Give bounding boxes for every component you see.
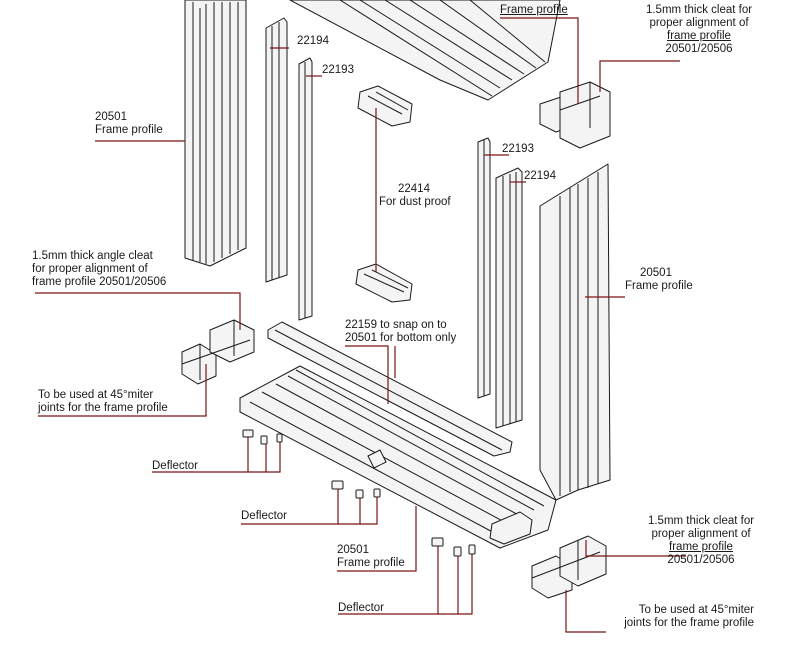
label-cleat-bottom: 1.5mm thick cleat for proper alignment o… — [647, 515, 755, 566]
label-frame-profile-top: Frame profile — [500, 4, 568, 16]
deflector-set-2 — [331, 480, 381, 499]
label-22194-right: 22194 — [524, 170, 556, 182]
top-frame-profile — [289, 0, 561, 101]
leader-lines — [35, 17, 686, 633]
label-cleat-top: 1.5mm thick cleat for proper alignment o… — [645, 4, 753, 55]
bottom-cleat — [531, 535, 607, 599]
left-angle-cleat — [181, 319, 255, 385]
label-20501-right: 20501 Frame profile — [625, 267, 693, 292]
label-deflector-3: Deflector — [338, 602, 385, 614]
label-angle-cleat-left: 1.5mm thick angle cleat for proper align… — [32, 250, 167, 288]
right-frame-profile-20501 — [539, 163, 611, 501]
label-22194-left: 22194 — [297, 35, 329, 47]
right-strip-22193 — [477, 137, 491, 399]
left-strip-22193 — [298, 57, 313, 321]
dust-proof-22414 — [355, 85, 413, 303]
label-20501-left: 20501 Frame profile — [95, 111, 163, 136]
label-deflector-2: Deflector — [241, 510, 288, 522]
label-miter-left: To be used at 45°miter joints for the fr… — [38, 389, 168, 414]
left-frame-profile-20501 — [184, 0, 247, 267]
deflector-set-1 — [242, 429, 283, 445]
right-strip-22194 — [495, 167, 523, 429]
label-20501-bottom: 20501 Frame profile — [337, 544, 405, 569]
label-22159: 22159 to snap on to 20501 for bottom onl… — [345, 319, 457, 344]
label-22193-right: 22193 — [502, 143, 534, 155]
label-miter-right: To be used at 45°miter joints for the fr… — [624, 604, 754, 629]
bottom-frame-profile-20501 — [239, 365, 557, 549]
label-deflector-1: Deflector — [152, 460, 199, 472]
left-strip-22194 — [265, 17, 288, 283]
label-22414: 22414 For dust proof — [379, 183, 451, 208]
top-cleat — [539, 81, 611, 149]
label-22193-left: 22193 — [322, 64, 354, 76]
